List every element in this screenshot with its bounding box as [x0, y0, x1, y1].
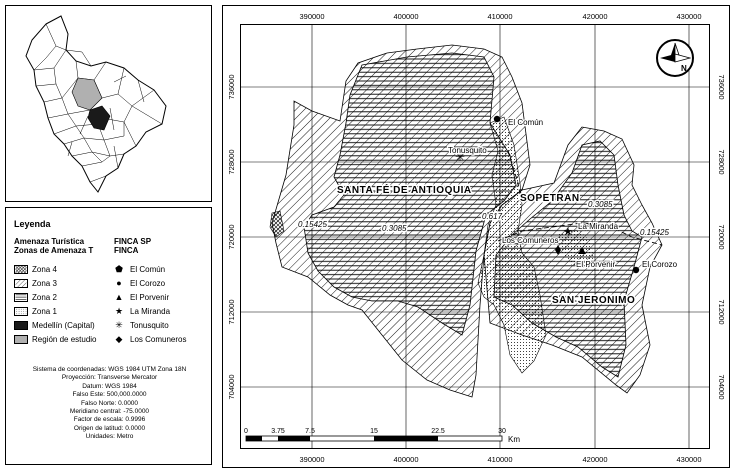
utm-grid — [240, 24, 710, 449]
x-tick-label: 410000 — [487, 455, 512, 464]
contour-label: 0.15425 — [640, 228, 669, 237]
x-tick-labels-bottom: 390000 400000 410000 420000 430000 — [299, 455, 701, 464]
scale-tick-label: 15 — [370, 428, 378, 435]
municipality-label: SAN JERONIMO — [552, 295, 635, 306]
y-tick-labels-left: 736000 728000 720000 712000 704000 — [227, 74, 236, 399]
x-tick-label: 400000 — [393, 12, 418, 21]
legend-panel: Leyenda Amenaza Turística Zonas de Amena… — [5, 207, 212, 465]
farm-labels: El Común Tonusquito La Miranda Los Comun… — [447, 117, 679, 271]
legend-title: Leyenda — [14, 219, 51, 229]
y-tick-label: 712000 — [227, 299, 236, 324]
legend-farm-el-corozo: ● El Corozo — [112, 277, 165, 289]
farm-label: El Porvenir — [576, 260, 615, 269]
diamond-icon: ◆ — [115, 333, 123, 344]
scale-unit: Km — [508, 435, 520, 444]
contour-label: 0.3085 — [588, 200, 613, 209]
triangle-icon: ▲ — [114, 292, 124, 302]
asterisk-icon: ✳ — [455, 150, 465, 164]
x-tick-label: 390000 — [299, 12, 324, 21]
x-tick-label: 420000 — [582, 455, 607, 464]
legend-zone-2: Zona 2 — [14, 291, 57, 303]
zone-1-area-east — [558, 229, 594, 269]
legend-farm-la-miranda: ★ La Miranda — [112, 305, 170, 317]
scale-bar: 0 3.75 7.5 15 22.5 30 Km — [244, 428, 520, 444]
x-tick-label: 430000 — [676, 12, 701, 21]
circle-icon — [632, 266, 640, 274]
zone-4-area — [269, 210, 285, 238]
x-tick-labels-top: 390000 400000 410000 420000 430000 — [299, 12, 701, 21]
farm-label: Tonusquito — [448, 146, 487, 155]
contour-values: 0.15425 0.3085 0.617 0.3085 0.15425 — [297, 199, 671, 239]
north-arrow-icon: N — [656, 39, 694, 77]
solid-gray-swatch — [14, 334, 28, 344]
contour-label: 0.617 — [482, 212, 503, 221]
farm-header: FINCA SP FINCA — [114, 237, 152, 255]
zone-2-area-west — [303, 52, 517, 336]
legend-zone-3: Zona 3 — [14, 277, 57, 289]
municipality-label: SOPETRAN — [520, 193, 580, 204]
scale-tick-label: 7.5 — [305, 428, 315, 435]
legend-zone-4: Zona 4 — [14, 263, 57, 275]
y-tick-label: 728000 — [227, 149, 236, 174]
x-tick-label: 400000 — [393, 455, 418, 464]
y-tick-label: 704000 — [717, 374, 726, 399]
y-tick-label: 712000 — [717, 299, 726, 324]
y-tick-label: 728000 — [717, 149, 726, 174]
farm-label: El Corozo — [642, 260, 678, 269]
medellin-capital — [87, 105, 111, 131]
farm-markers: ✳ ★ — [455, 115, 640, 274]
y-tick-label: 720000 — [227, 224, 236, 249]
municipal-boundary-dashed-2 — [507, 150, 523, 206]
scale-tick-label: 0 — [244, 428, 248, 435]
legend-medellin: Medellín (Capital) — [14, 319, 95, 331]
pentagon-icon — [493, 115, 501, 123]
projection-metadata: Sistema de coordenadas: WGS 1984 UTM Zon… — [32, 366, 187, 441]
legend-farm-los-comuneros: ◆ Los Comuneros — [112, 333, 187, 345]
diamond-icon — [555, 245, 561, 255]
x-tick-label: 430000 — [676, 455, 701, 464]
y-tick-label: 720000 — [717, 224, 726, 249]
scale-tick-label: 22.5 — [431, 428, 445, 435]
x-tick-label: 410000 — [487, 12, 512, 21]
contour-label: 0.15425 — [298, 220, 327, 229]
scale-tick-label: 3.75 — [271, 428, 285, 435]
north-label: N — [681, 64, 687, 73]
legend-zone-1: Zona 1 — [14, 305, 57, 317]
threat-header: Amenaza Turística Zonas de Amenaza T — [14, 237, 94, 255]
star-icon: ★ — [114, 305, 124, 316]
y-tick-label: 704000 — [227, 374, 236, 399]
legend-farm-el-comun: ⬟ El Común — [112, 263, 165, 275]
circle-icon: ● — [116, 278, 122, 288]
star-icon: ★ — [563, 226, 573, 238]
inner-frame — [240, 24, 710, 449]
inset-map-svg — [25, 15, 167, 193]
y-tick-label: 736000 — [227, 74, 236, 99]
contour-label: 0.3085 — [382, 224, 407, 233]
pentagon-icon: ⬟ — [115, 263, 123, 274]
x-tick-label: 390000 — [299, 455, 324, 464]
zone-1-area — [477, 116, 547, 374]
farm-label: Los Comuneros — [502, 236, 558, 245]
crosshatch-swatch — [14, 264, 28, 274]
legend-study-region: Región de estudio — [14, 333, 97, 345]
locator-inset-map — [5, 5, 212, 202]
municipality-label: SANTA FÉ DE ANTIOQUIA — [337, 183, 472, 196]
main-map-svg: 390000 400000 410000 420000 430000 39000… — [222, 5, 730, 468]
x-tick-label: 420000 — [582, 12, 607, 21]
diagonal-swatch — [14, 278, 28, 288]
scale-tick-label: 30 — [498, 428, 506, 435]
legend-farm-tonusquito: ✳ Tonusquito — [112, 319, 168, 331]
horizontal-swatch — [14, 292, 28, 302]
asterisk-icon: ✳ — [115, 319, 123, 330]
farm-label: La Miranda — [578, 222, 619, 231]
solid-black-swatch — [14, 320, 28, 330]
triangle-icon — [578, 247, 586, 254]
legend-farm-el-porvenir: ▲ El Porvenir — [112, 291, 170, 303]
dots-swatch — [14, 306, 28, 316]
y-tick-labels-right: 736000 728000 720000 712000 704000 — [717, 74, 726, 399]
y-tick-label: 736000 — [717, 74, 726, 99]
main-map: 390000 400000 410000 420000 430000 39000… — [222, 5, 730, 468]
farm-label: El Común — [508, 118, 543, 127]
